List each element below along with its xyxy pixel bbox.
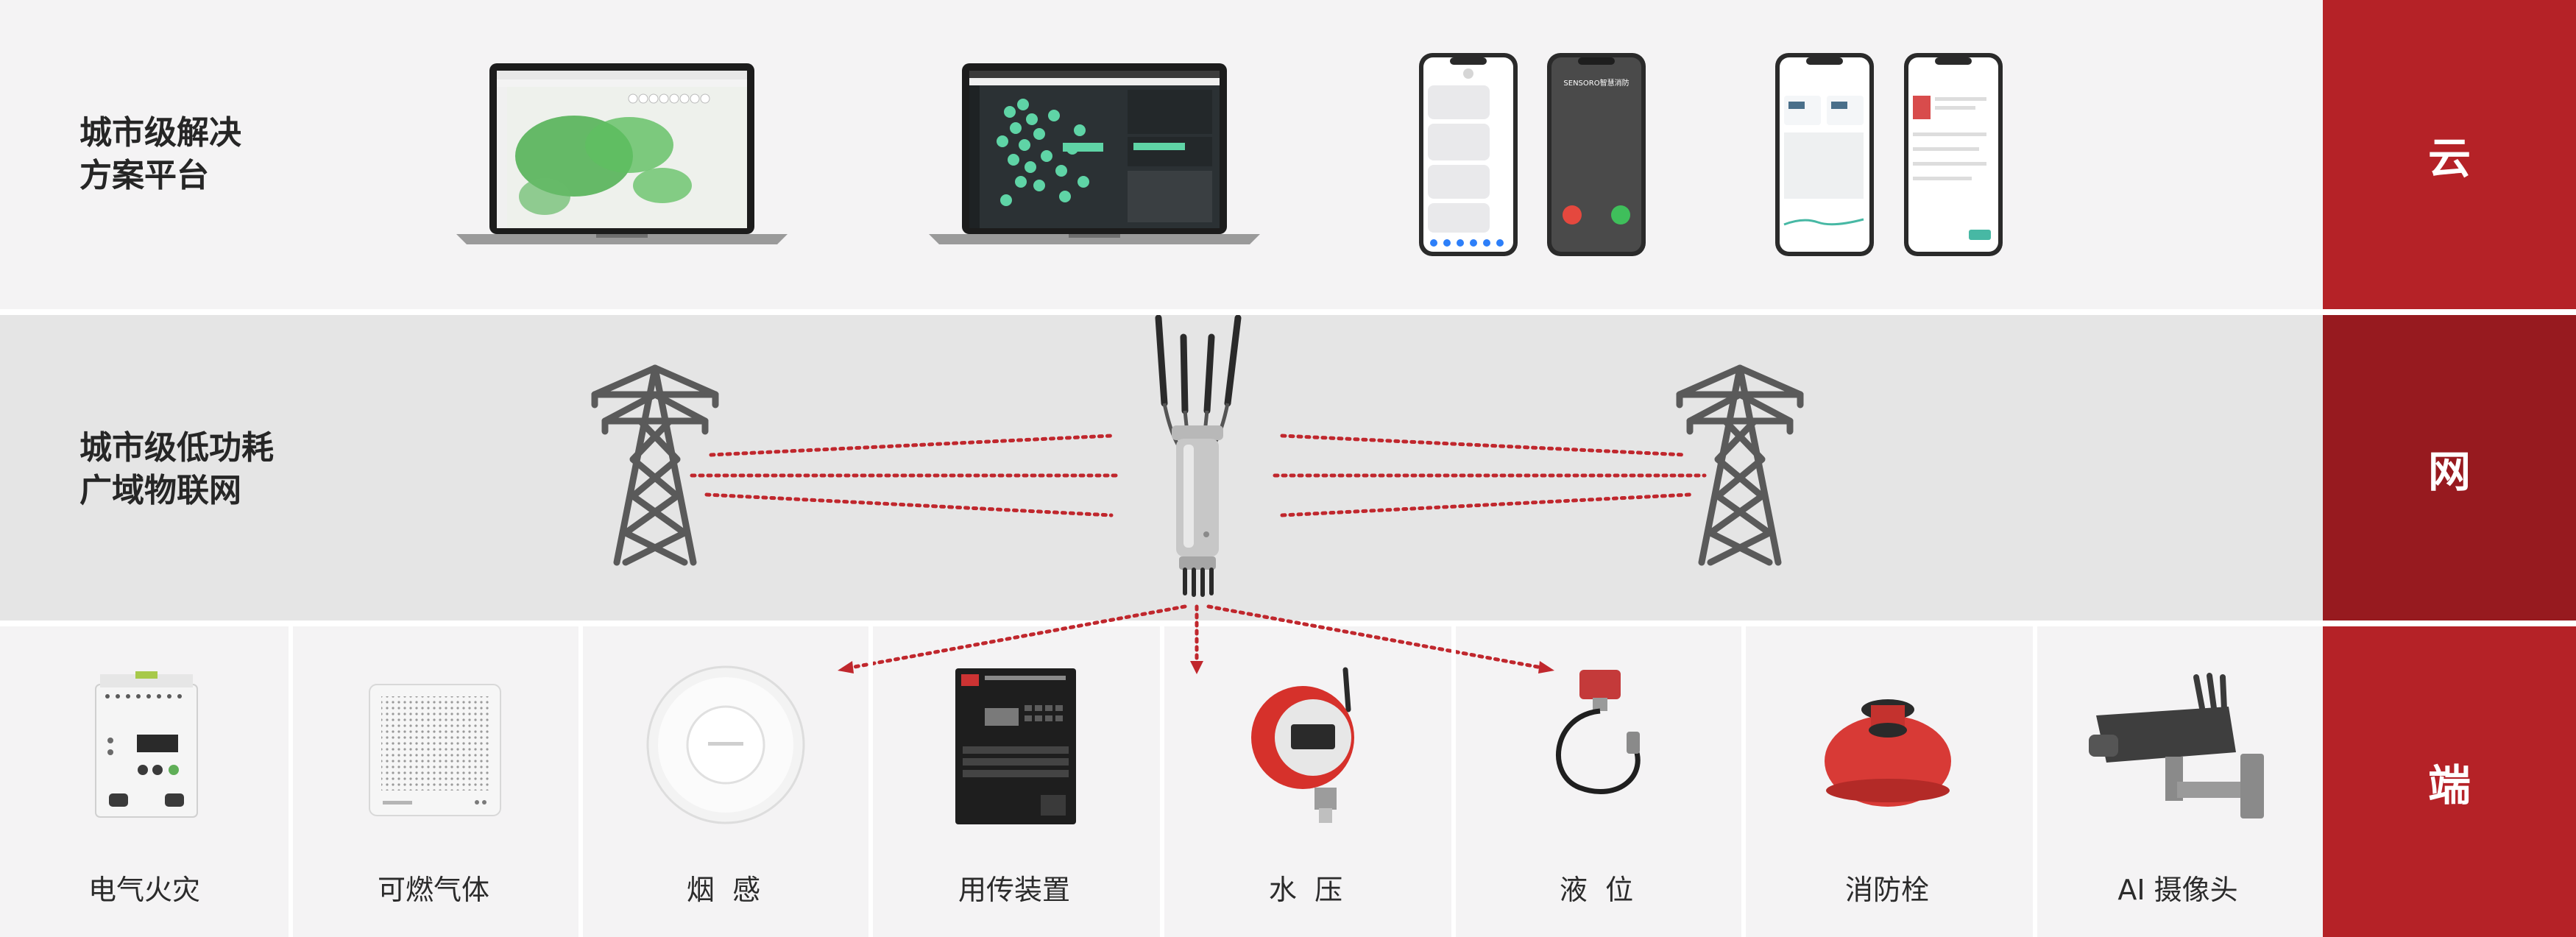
device-label-gas: 可燃气体 bbox=[377, 874, 489, 906]
device-label-ai-camera: AI 摄像头 bbox=[2117, 874, 2238, 906]
gas-detector-icon bbox=[369, 684, 501, 816]
device-label-liquid-level: 液 位 bbox=[1559, 874, 1634, 906]
device-label-water-pressure: 水 压 bbox=[1268, 874, 1343, 906]
cell-divider bbox=[1451, 626, 1456, 937]
phone-incoming-call-image: SENSORO智慧消防 bbox=[1547, 53, 1646, 256]
cell-divider bbox=[2033, 626, 2037, 937]
cell-divider bbox=[578, 626, 583, 937]
signal-links bbox=[690, 434, 1707, 674]
water-pressure-gauge-icon bbox=[1251, 667, 1354, 823]
ai-camera-icon bbox=[2089, 673, 2264, 818]
cloud-layer-label: 城市级解决 方案平台 bbox=[79, 114, 241, 194]
fire-hydrant-sensor-icon bbox=[1825, 699, 1951, 807]
device-label-electrical-fire: 电气火灾 bbox=[88, 874, 200, 906]
band-separator bbox=[0, 620, 2323, 626]
phone-caller-name: SENSORO智慧消防 bbox=[1563, 78, 1629, 88]
laptop-map-dashboard-image bbox=[456, 63, 788, 244]
lora-gateway-image bbox=[1155, 315, 1242, 597]
phone-sensor-data-image bbox=[1775, 53, 1874, 256]
sidebar-gap bbox=[2323, 620, 2576, 626]
network-tag: 网 bbox=[2323, 315, 2576, 620]
phone-messages-image bbox=[1419, 53, 1518, 256]
laptop-dark-dashboard-image bbox=[929, 63, 1260, 244]
device-label-smoke: 烟 感 bbox=[686, 874, 761, 906]
sidebar-gap bbox=[2323, 309, 2576, 315]
cell-divider bbox=[868, 626, 873, 937]
transmission-tower-right-icon bbox=[1676, 364, 1804, 566]
smoke-detector-icon bbox=[646, 665, 805, 824]
cell-divider bbox=[1741, 626, 1746, 937]
edge-tag: 端 bbox=[2323, 626, 2576, 937]
phone-alarm-detail-image bbox=[1904, 53, 2003, 256]
device-label-hydrant: 消防栓 bbox=[1844, 874, 1929, 906]
cloud-tag: 云 bbox=[2323, 0, 2576, 309]
band-separator bbox=[0, 309, 2323, 315]
cell-divider bbox=[1160, 626, 1164, 937]
transmission-device-icon bbox=[955, 668, 1076, 824]
device-label-transmission: 用传装置 bbox=[958, 874, 1070, 906]
liquid-level-sensor-icon bbox=[1556, 670, 1641, 794]
transmission-tower-left-icon bbox=[591, 364, 719, 566]
network-layer-label: 城市级低功耗 广域物联网 bbox=[79, 429, 274, 509]
cell-divider bbox=[289, 626, 293, 937]
electrical-fire-monitor-icon bbox=[95, 671, 198, 818]
